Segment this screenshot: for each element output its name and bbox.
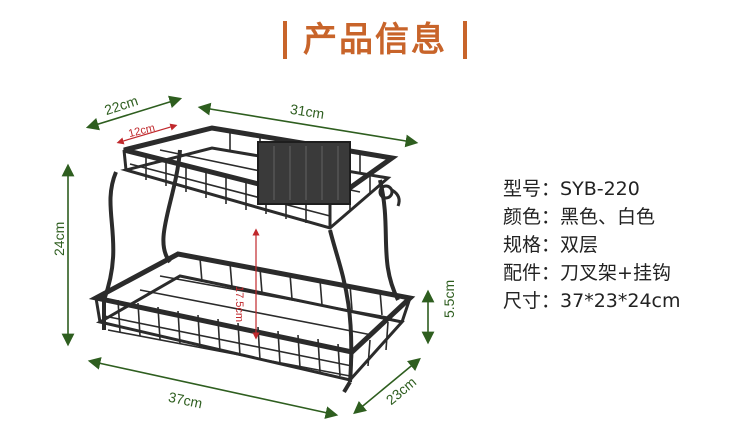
dim-depth-bottom: 23cm — [383, 374, 420, 408]
spec-row-size: 尺寸：37*23*24cm — [503, 290, 681, 312]
dimension-lines — [61, 95, 435, 419]
hook-icon — [391, 188, 401, 207]
title-right-bar — [463, 21, 467, 59]
title-text: 产品信息 — [303, 20, 447, 60]
dim-width-top: 31cm — [289, 101, 325, 122]
dim-tier-gap: 17.5cm — [233, 286, 245, 322]
title-left-bar — [283, 21, 287, 59]
page-title: 产品信息 — [0, 12, 750, 61]
dim-knife-slot: 12cm — [127, 122, 156, 140]
spec-row-accessories: 配件：刀叉架+挂钩 — [503, 262, 671, 284]
spec-row-model: 型号：SYB-220 — [503, 178, 640, 200]
spec-row-color: 颜色：黑色、白色 — [503, 206, 656, 228]
dim-height: 24cm — [51, 222, 67, 256]
top-basket — [120, 125, 399, 230]
bottom-basket — [88, 251, 416, 382]
spec-row-tiers: 规格：双层 — [503, 234, 599, 256]
dim-width-bottom: 37cm — [167, 389, 204, 412]
utensil-holder — [257, 141, 351, 205]
side-frames — [102, 149, 401, 394]
dim-depth-top: 22cm — [102, 92, 140, 118]
dim-basket-height: 5.5cm — [441, 280, 457, 318]
